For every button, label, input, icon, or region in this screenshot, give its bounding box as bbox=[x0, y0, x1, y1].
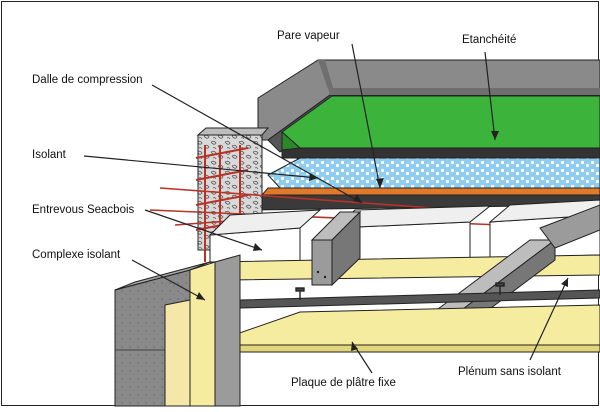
label-entrevous: Entrevous Seacbois bbox=[32, 204, 135, 216]
beam-right bbox=[539, 204, 600, 249]
isolant-layer bbox=[267, 157, 600, 189]
beam-front bbox=[310, 210, 362, 287]
label-complexe-isolant: Complexe isolant bbox=[32, 249, 121, 261]
label-pare-vapeur: Pare vapeur bbox=[277, 30, 340, 42]
label-isolant: Isolant bbox=[32, 149, 66, 161]
label-plaque-platre: Plaque de plâtre fixe bbox=[291, 377, 396, 389]
complexe-isolant bbox=[189, 261, 216, 407]
label-etancheite: Etanchéité bbox=[462, 34, 517, 46]
etancheite-membrane bbox=[281, 95, 600, 149]
label-dalle-compression: Dalle de compression bbox=[32, 74, 143, 86]
leader-lines bbox=[83, 43, 569, 374]
pare-vapeur-layer bbox=[260, 187, 600, 196]
label-plenum: Plénum sans isolant bbox=[458, 366, 561, 378]
